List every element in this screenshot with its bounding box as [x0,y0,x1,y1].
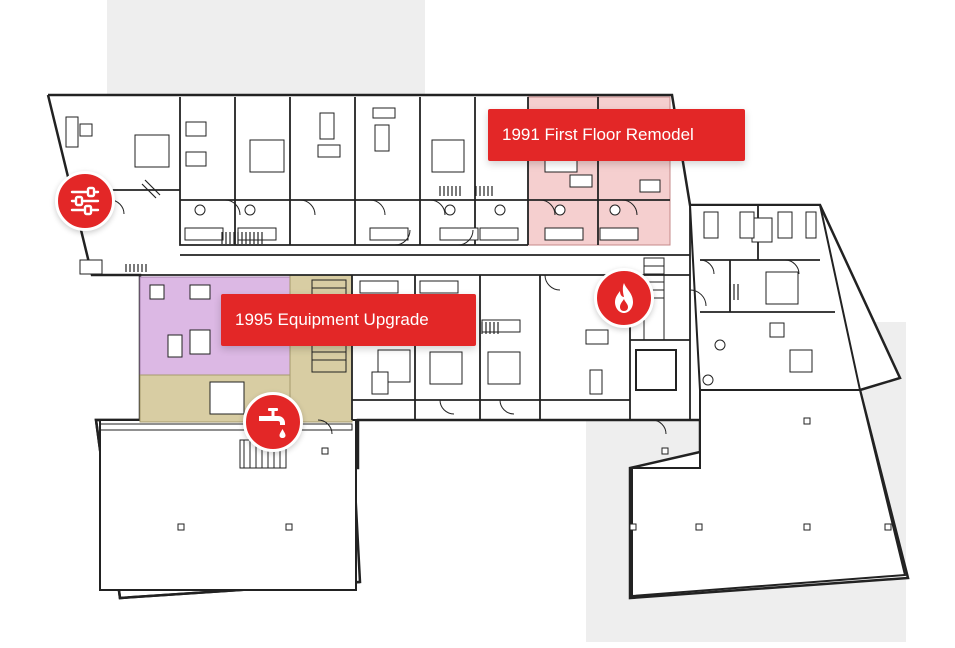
columns [177,417,892,531]
faucet-icon [259,408,286,438]
top-room-row [60,97,690,256]
callout-equipment-upgrade[interactable]: 1995 Equipment Upgrade [221,294,476,346]
controls-badge[interactable] [55,171,115,231]
bathroom-fixtures [184,204,817,386]
shelving-hatches [125,179,739,334]
fire-badge[interactable] [594,268,654,328]
lower-left-hall [99,419,357,591]
sliders-icon [70,186,100,216]
furniture-misc [65,107,813,395]
backdrop-panel-top [107,0,425,100]
callout-first-floor-remodel[interactable]: 1991 First Floor Remodel [488,109,745,161]
flame-icon [615,283,633,313]
plumbing-badge[interactable] [243,392,303,452]
